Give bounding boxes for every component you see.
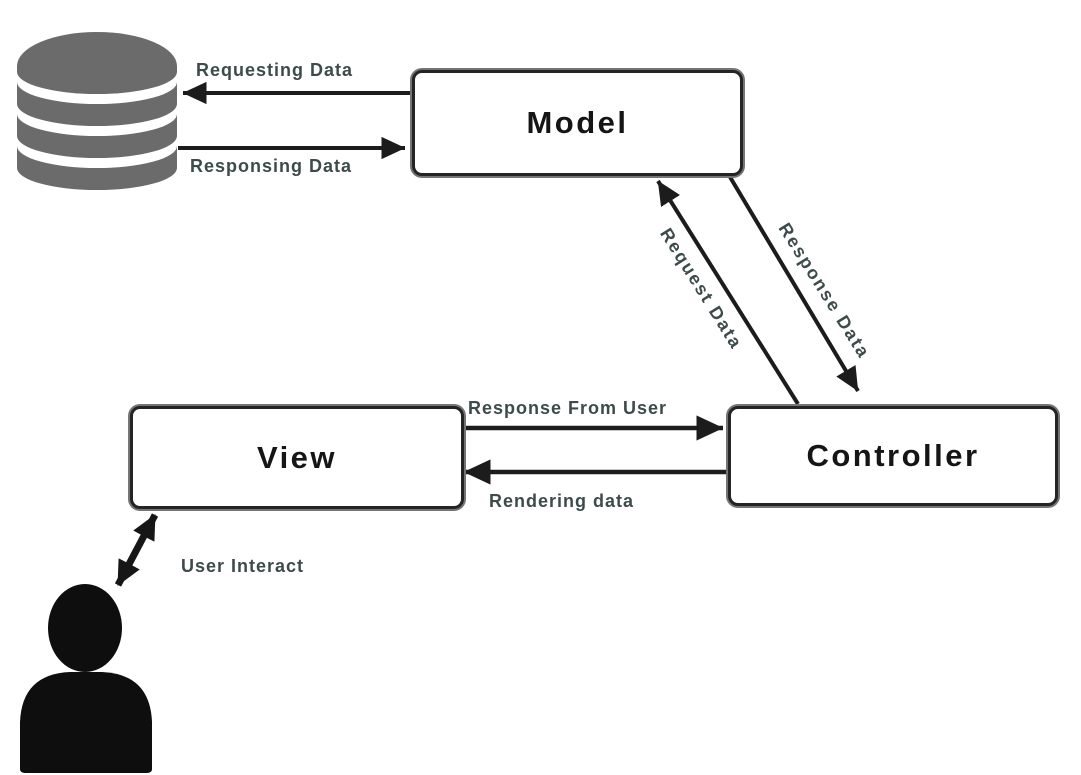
edge-label-responsing-data: Responsing Data [190,156,353,176]
user-interact-arrow [114,513,159,587]
edge-label-response-from-user: Response From User [468,398,668,418]
node-controller-label: Controller [806,438,980,473]
node-model-label: Model [526,105,629,140]
edge-label-rendering-data: Rendering data [489,491,635,511]
edge-label-user-interact: User Interact [181,556,305,576]
database-icon [17,32,177,190]
edge-label-requesting-data: Requesting Data [196,60,354,80]
node-controller: Controller [728,406,1058,506]
node-model: Model [412,70,743,176]
person-icon [20,584,152,773]
edge-response-data-arrow [725,170,860,393]
node-view: View [130,406,464,509]
edge-request-data-arrow [656,179,800,406]
node-view-label: View [256,439,338,475]
